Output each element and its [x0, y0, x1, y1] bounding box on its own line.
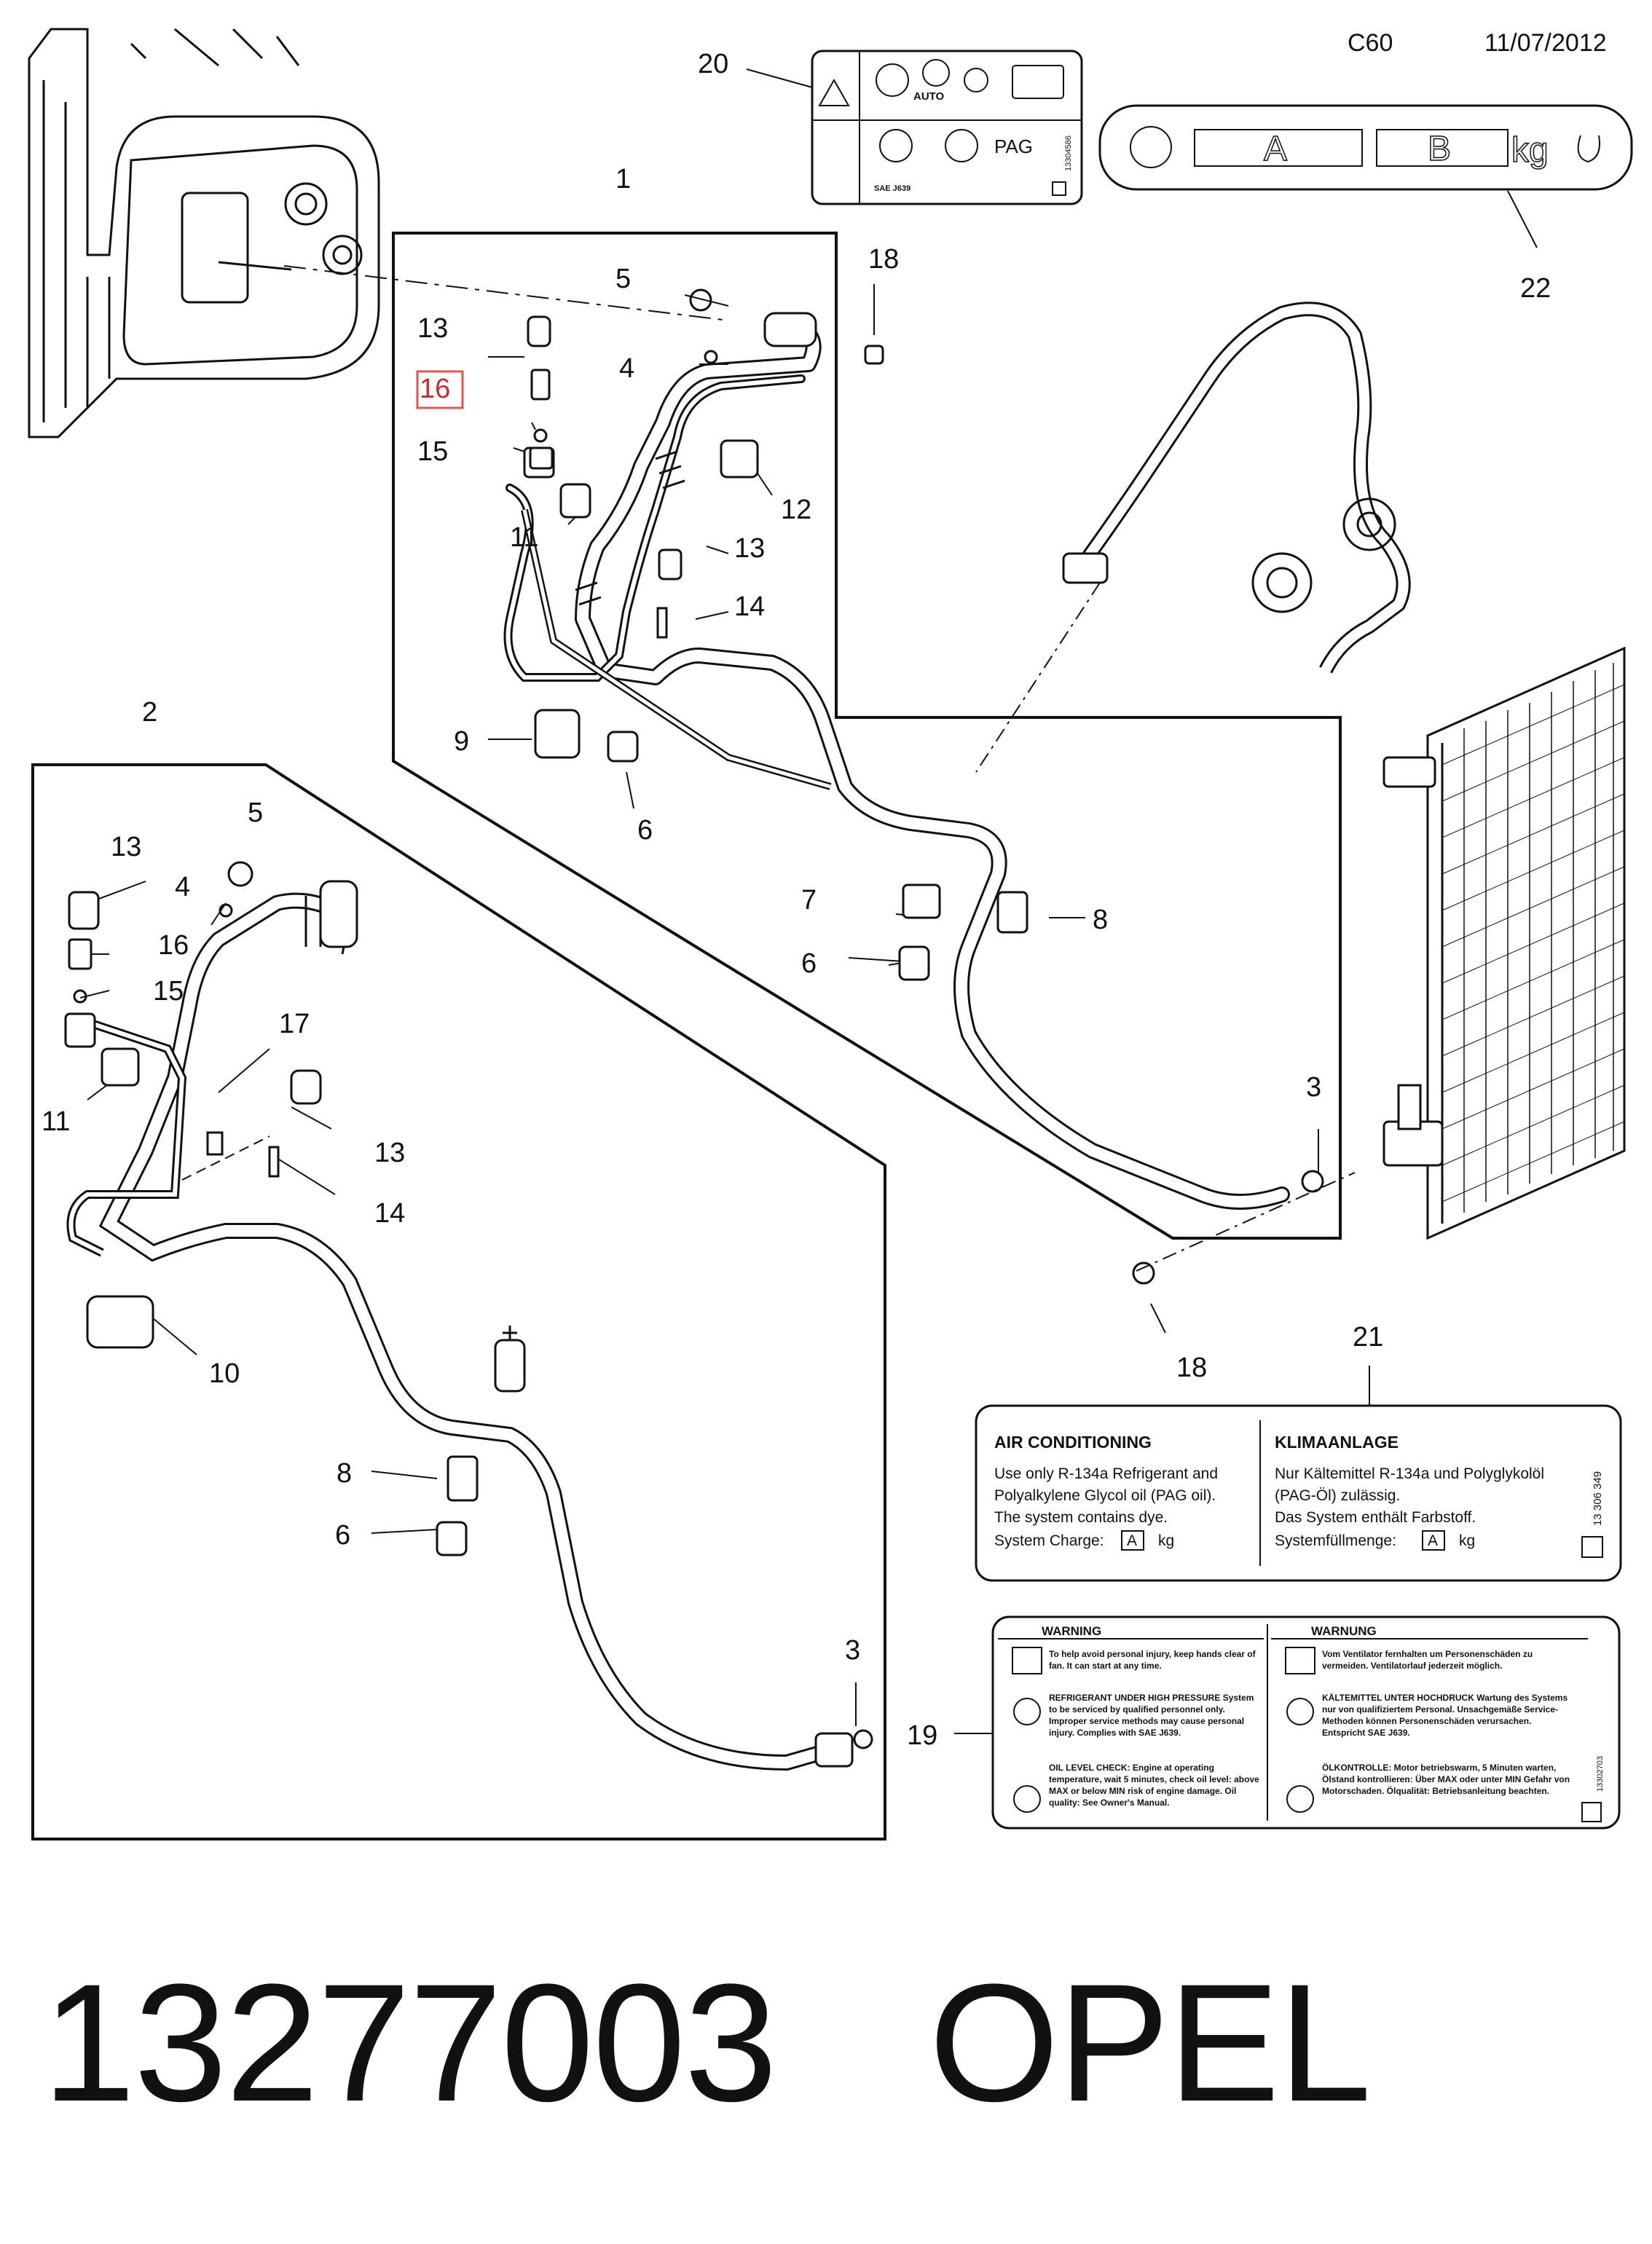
callout-17: 17 [279, 1009, 310, 1039]
label-19-code: 13302703 [1596, 1756, 1605, 1792]
callout-20: 20 [698, 49, 728, 79]
label-21-left-title: AIR CONDITIONING [994, 1433, 1152, 1452]
label-19 [991, 1615, 1621, 1830]
group-1-boundary [392, 232, 1342, 1240]
group-2-boundary [31, 763, 886, 1841]
label-21-right-title: KLIMAANLAGE [1275, 1433, 1399, 1452]
callout-13-group-1-lower: 13 [734, 533, 765, 564]
callout-16-group-2: 16 [158, 930, 189, 961]
label-20-pag: PAG [994, 135, 1033, 157]
evaporator-module [28, 28, 380, 438]
callout-8-group-1: 8 [1093, 905, 1108, 935]
label-21-right-unit: kg [1459, 1532, 1475, 1549]
label-20 [811, 50, 1083, 205]
label-22-b: B [1428, 130, 1451, 168]
callout-11-group-2: 11 [42, 1106, 70, 1137]
callout-5-group-2: 5 [248, 798, 263, 828]
callout-6-group-1-upper: 6 [637, 815, 653, 846]
callout-13-group-1-upper: 13 [417, 313, 448, 344]
callout-6-group-2: 6 [335, 1520, 350, 1551]
label-21-right-line-2: (PAG-Öl) zulässig. [1275, 1487, 1400, 1504]
label-22-a: A [1264, 130, 1287, 168]
callout-16-group-1: 16 [420, 374, 450, 404]
label-21-right-line-1: Nur Kältemittel R-134a und Polyglykolöl [1275, 1465, 1544, 1482]
callout-13-group-2-upper: 13 [111, 832, 141, 862]
label-20-code: 13304586 [1064, 135, 1073, 171]
callout-21: 21 [1353, 1322, 1383, 1353]
callout-15-group-1: 15 [417, 436, 448, 467]
callout-3-group-2: 3 [845, 1635, 860, 1666]
part-number: 13277003 [42, 1949, 777, 2136]
small-parts-group-2 [64, 861, 873, 1749]
callout-7: 7 [801, 885, 817, 916]
callout-6-group-1-lower: 6 [801, 948, 817, 979]
label-20-sae: SAE J639 [874, 184, 910, 193]
label-22-unit: kg [1511, 131, 1549, 170]
label-21 [975, 1404, 1622, 1582]
label-21-left-unit: kg [1158, 1532, 1174, 1549]
label-21-left-line-2: Polyalkylene Glycol oil (PAG oil). [994, 1487, 1216, 1504]
label-19-heading-de: WARNUNG [1311, 1624, 1377, 1638]
callout-14-group-2: 14 [374, 1198, 405, 1229]
label-19-de-2: KÄLTEMITTEL UNTER HOCHDRUCK Wartung des … [1322, 1693, 1568, 1738]
callout-19: 19 [907, 1720, 937, 1751]
label-21-left-line-3: The system contains dye. [994, 1509, 1168, 1526]
callout-4-group-2: 4 [175, 872, 190, 902]
footer: 13277003 OPEL [42, 1949, 1372, 2136]
label-22 [1098, 104, 1633, 191]
callout-8-group-2: 8 [337, 1458, 352, 1489]
callout-5-group-1: 5 [615, 264, 631, 294]
parts-diagram: 1 2 3 3 4 4 5 5 6 6 6 7 8 8 9 10 11 11 1… [28, 28, 1633, 1841]
callout-10: 10 [209, 1358, 240, 1389]
callout-14-group-1: 14 [734, 591, 765, 622]
label-19-en-col: To help avoid personal injury, keep hand… [1049, 1648, 1260, 1808]
callouts: 1 2 3 3 4 4 5 5 6 6 6 7 8 8 9 10 11 11 1… [42, 49, 1551, 1751]
label-21-right-line-3: Das System enthält Farbstoff. [1275, 1509, 1476, 1526]
group-2-hose-assembly [66, 880, 854, 1771]
label-19-heading-en: WARNING [1042, 1624, 1101, 1638]
callout-1: 1 [615, 164, 631, 194]
brand-name: OPEL [929, 1949, 1372, 2136]
diagram-code: C60 [1348, 29, 1393, 57]
label-19-en-1: To help avoid personal injury, keep hand… [1049, 1649, 1256, 1671]
callout-22: 22 [1520, 273, 1551, 304]
label-21-right-a: A [1428, 1532, 1438, 1549]
label-19-de-3: ÖLKONTROLLE: Motor betriebswarm, 5 Minut… [1322, 1763, 1570, 1796]
label-21-left-line-1: Use only R-134a Refrigerant and [994, 1465, 1218, 1482]
label-19-en-3: OIL LEVEL CHECK: Engine at operating tem… [1049, 1763, 1259, 1808]
callout-3-group-1: 3 [1306, 1072, 1321, 1103]
right-hose-assembly [975, 302, 1411, 773]
label-21-code: 13 306 349 [1592, 1471, 1604, 1526]
callout-13-group-2-lower: 13 [374, 1138, 405, 1168]
small-parts-group-1 [527, 288, 1324, 1285]
label-21-left-a: A [1127, 1532, 1137, 1549]
condenser [1382, 646, 1626, 1240]
label-19-en-2: REFRIGERANT UNDER HIGH PRESSURE System t… [1049, 1693, 1254, 1738]
callout-18-upper: 18 [868, 244, 899, 275]
callout-18-lower: 18 [1176, 1353, 1207, 1383]
callout-2: 2 [142, 697, 157, 728]
label-19-de-col: Vom Ventilator fernhalten um Personensch… [1322, 1648, 1573, 1797]
highlight-box-16 [416, 370, 464, 409]
callout-11-group-1: 11 [510, 522, 538, 553]
label-19-de-1: Vom Ventilator fernhalten um Personensch… [1322, 1649, 1533, 1671]
callout-4-group-1: 4 [619, 353, 634, 384]
callout-12: 12 [781, 495, 811, 525]
label-21-left-line-4: System Charge: [994, 1532, 1104, 1549]
label-21-right-line-4: Systemfüllmenge: [1275, 1532, 1396, 1549]
callout-9: 9 [454, 726, 469, 757]
diagram-date: 11/07/2012 [1484, 29, 1607, 57]
label-20-auto: AUTO [913, 90, 945, 103]
callout-15-group-2: 15 [153, 976, 184, 1007]
